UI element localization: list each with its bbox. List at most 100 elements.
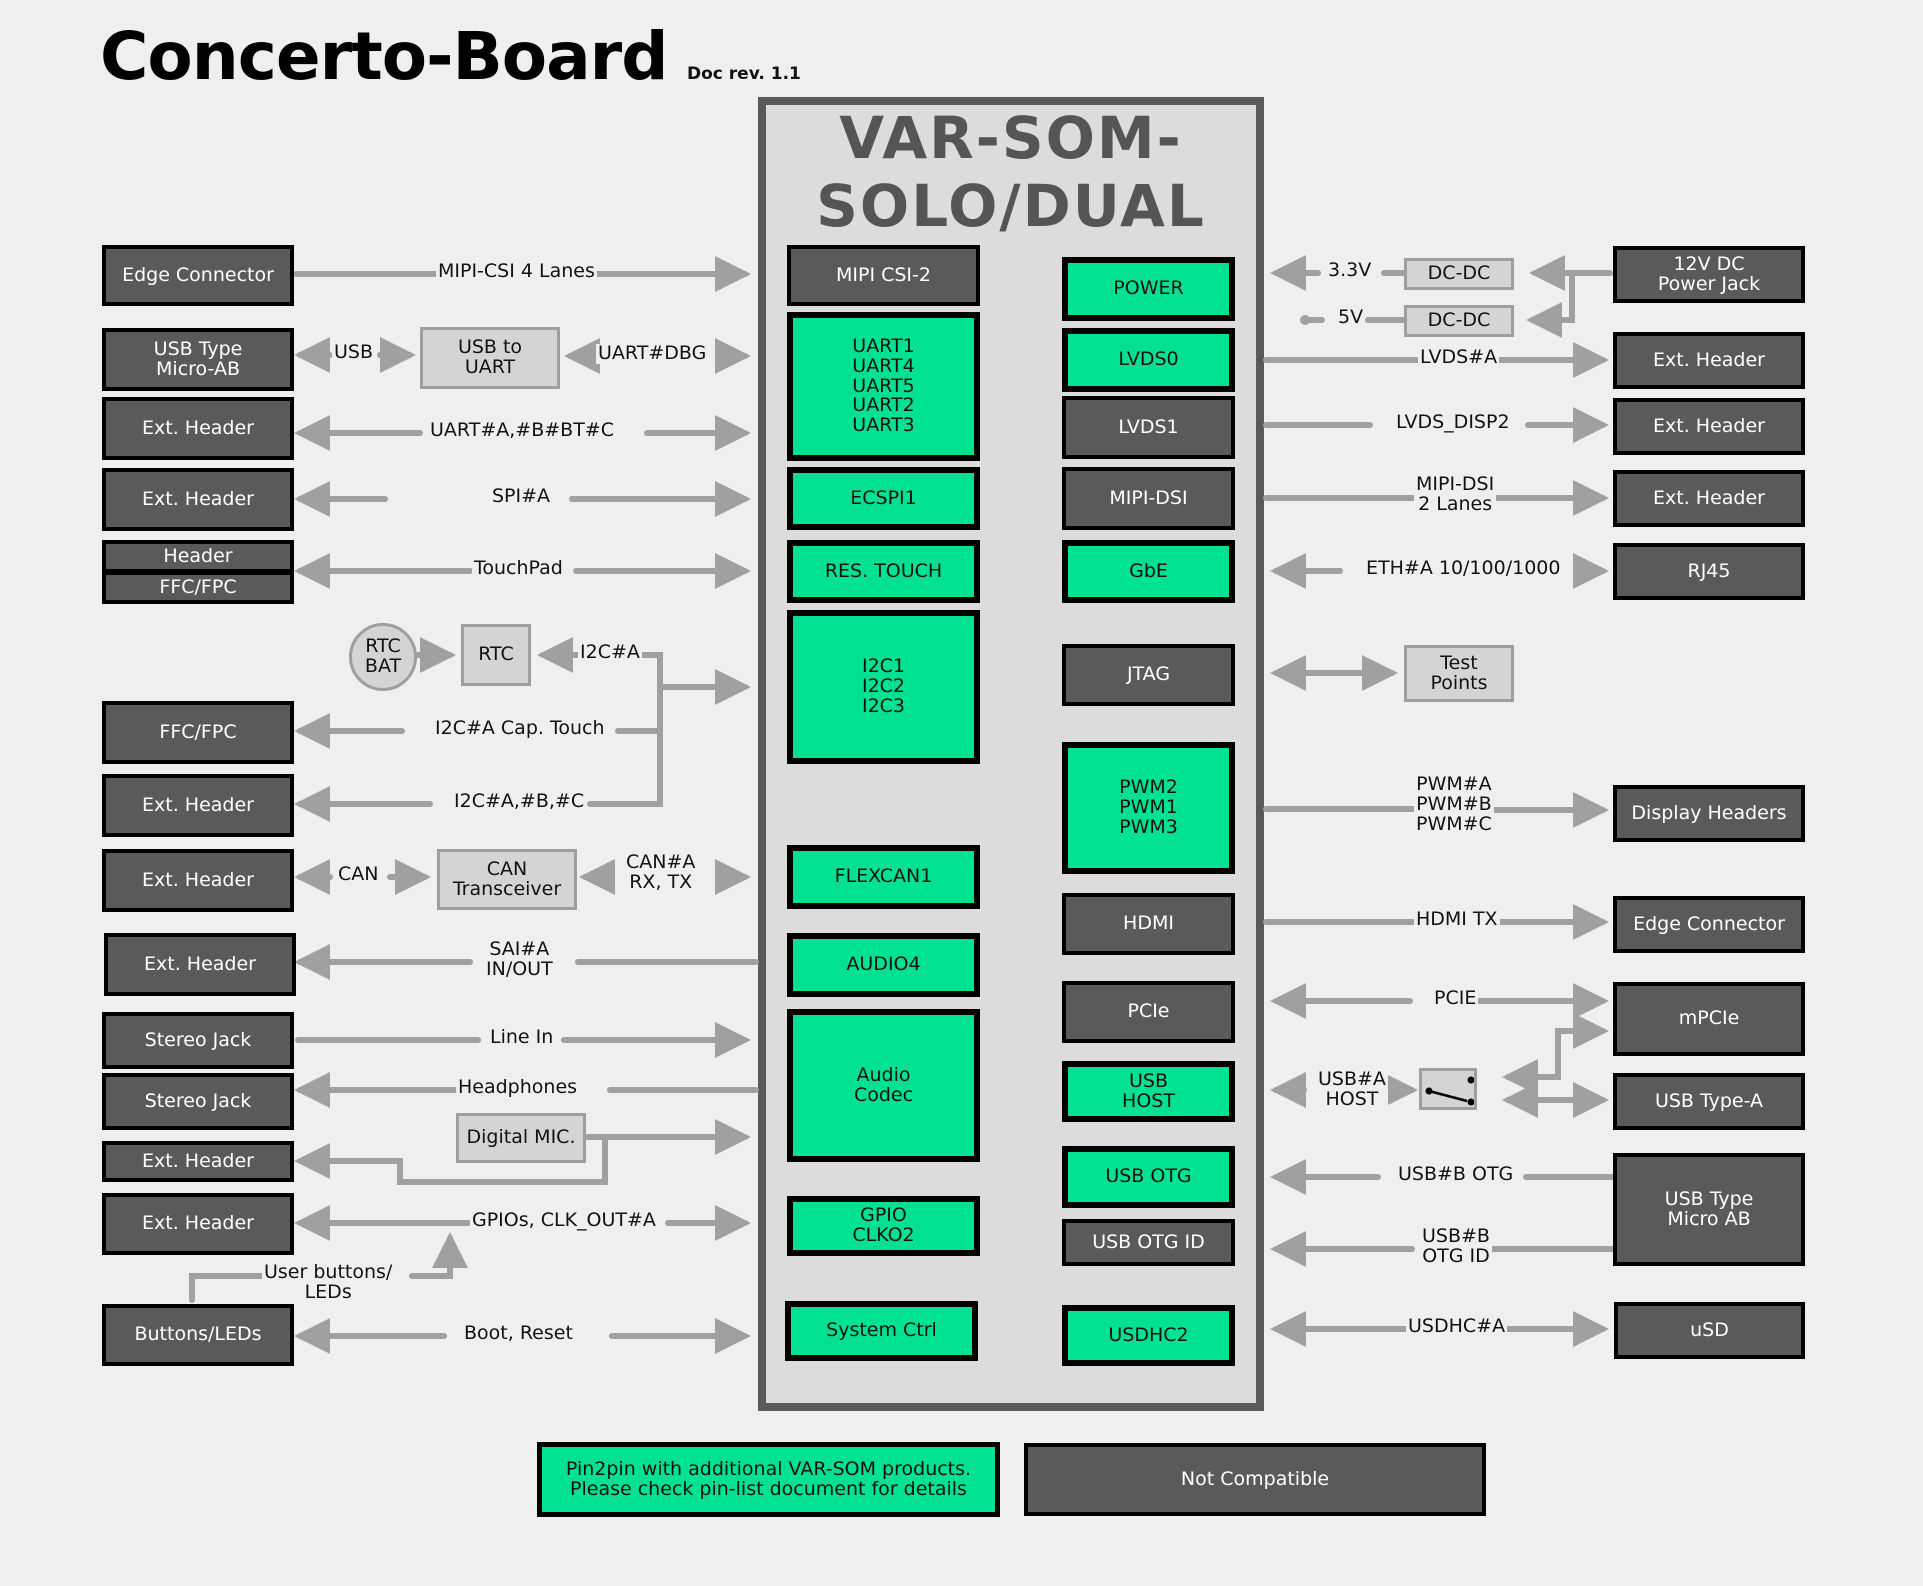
right-edge-connector: Edge Connector — [1613, 896, 1805, 953]
signal-uart-abc: UART#A,#B#BT#C — [428, 419, 616, 441]
som-block-gbe: GbE — [1062, 540, 1235, 603]
rtc-battery: RTC BAT — [349, 623, 417, 691]
doc-revision: Doc rev. 1.1 — [687, 64, 801, 84]
right-usb-type-a: USB Type-A — [1613, 1073, 1805, 1130]
signal-i2c-cap-touch: I2C#A Cap. Touch — [433, 717, 607, 739]
signal-usb-b-otg: USB#B OTG — [1396, 1163, 1516, 1185]
som-title: VAR-SOM- SOLO/DUAL — [816, 104, 1206, 240]
signal-line-in: Line In — [488, 1026, 556, 1048]
signal-usb-a-host: USB#A HOST — [1316, 1068, 1388, 1110]
right-usd: uSD — [1614, 1302, 1805, 1359]
signal-lvds-disp2: LVDS_DISP2 — [1394, 411, 1512, 433]
wire-switch-mpcie — [1523, 1013, 1609, 1080]
signal-sai: SAI#A IN/OUT — [484, 938, 555, 980]
signal-hdmi-tx: HDMI TX — [1414, 908, 1500, 930]
left-usb-micro-ab: USB Type Micro-AB — [102, 328, 294, 391]
right-ext-header-lvds2: Ext. Header — [1613, 398, 1805, 455]
som-block-pcie: PCIe — [1062, 981, 1235, 1043]
left-edge-connector: Edge Connector — [102, 245, 294, 306]
left-ext-header-sai: Ext. Header — [104, 933, 296, 996]
signal-can-a: CAN#A RX, TX — [624, 851, 698, 893]
signal-mipi-csi: MIPI-CSI 4 Lanes — [436, 260, 597, 282]
page-title: Concerto-Board — [100, 18, 668, 95]
som-block-i2c: I2C1 I2C2 I2C3 — [787, 610, 980, 764]
signal-mipi-dsi: MIPI-DSI 2 Lanes — [1414, 473, 1497, 515]
signal-i2c-a: I2C#A — [578, 641, 642, 663]
signal-user-buttons: User buttons/ LEDs — [262, 1261, 395, 1303]
left-ext-header-can: Ext. Header — [102, 849, 294, 912]
usb-switch — [1419, 1068, 1477, 1110]
som-block-system-ctrl: System Ctrl — [785, 1301, 978, 1361]
signal-headphones: Headphones — [456, 1076, 580, 1098]
som-block-mipi-csi2: MIPI CSI-2 — [787, 245, 980, 306]
left-stereo-jack-headphones: Stereo Jack — [102, 1073, 294, 1130]
right-ext-header-dsi: Ext. Header — [1613, 470, 1805, 527]
signal-spi: SPI#A — [490, 485, 553, 507]
som-block-uart: UART1 UART4 UART5 UART2 UART3 — [787, 312, 980, 461]
right-usb-micro-ab: USB Type Micro AB — [1613, 1153, 1805, 1266]
usb-to-uart-converter: USB to UART — [420, 327, 560, 389]
wire-user-buttons-up — [409, 1232, 468, 1279]
signal-can: CAN — [336, 863, 381, 885]
signal-eth: ETH#A 10/100/1000 — [1364, 557, 1563, 579]
right-mpcie: mPCIe — [1613, 982, 1805, 1056]
digital-mic: Digital MIC. — [456, 1113, 586, 1163]
signal-usb: USB — [332, 341, 376, 363]
can-transceiver: CAN Transceiver — [437, 849, 577, 910]
som-block-mipi-dsi: MIPI-DSI — [1062, 467, 1235, 530]
legend-compatible: Pin2pin with additional VAR-SOM products… — [537, 1442, 1000, 1517]
signal-boot-reset: Boot, Reset — [462, 1322, 575, 1344]
right-12v-power-jack: 12V DC Power Jack — [1613, 246, 1805, 303]
left-buttons-leds: Buttons/LEDs — [102, 1304, 294, 1366]
wire-user-buttons — [189, 1273, 265, 1303]
som-block-usb-otg-id: USB OTG ID — [1062, 1219, 1235, 1266]
signal-usdhc-a: USDHC#A — [1406, 1315, 1508, 1337]
som-block-jtag: JTAG — [1062, 644, 1235, 706]
legend-not-compatible: Not Compatible — [1024, 1443, 1486, 1516]
left-header: Header — [102, 540, 294, 573]
signal-3v3: 3.3V — [1326, 259, 1374, 281]
signal-pcie: PCIE — [1432, 987, 1479, 1009]
som-block-usb-otg: USB OTG — [1062, 1146, 1235, 1208]
signal-lvds-a: LVDS#A — [1418, 346, 1500, 368]
som-block-gpio: GPIO CLKO2 — [787, 1196, 980, 1256]
som-block-power: POWER — [1062, 257, 1235, 321]
som-block-pwm: PWM2 PWM1 PWM3 — [1062, 742, 1235, 874]
wire-12v-b — [1526, 270, 1575, 338]
left-ext-header-mic: Ext. Header — [102, 1141, 294, 1182]
rtc-chip: RTC — [461, 624, 531, 686]
left-ext-header-uart: Ext. Header — [102, 397, 294, 460]
som-block-audio-codec: Audio Codec — [787, 1009, 980, 1162]
signal-touchpad: TouchPad — [472, 557, 565, 579]
left-ext-header-spi: Ext. Header — [102, 468, 294, 531]
som-block-flexcan1: FLEXCAN1 — [787, 845, 980, 909]
som-block-lvds1: LVDS1 — [1062, 396, 1235, 459]
som-block-res-touch: RES. TOUCH — [787, 540, 980, 603]
signal-gpios: GPIOs, CLK_OUT#A — [470, 1209, 658, 1231]
right-ext-header-lvds: Ext. Header — [1613, 332, 1805, 389]
left-ffc-fpc-cap-touch: FFC/FPC — [102, 701, 294, 764]
left-ext-header-gpio: Ext. Header — [102, 1193, 294, 1255]
switch-icon — [1425, 1076, 1475, 1106]
signal-usb-b-otg-id: USB#B OTG ID — [1420, 1225, 1492, 1267]
signal-uart-dbg: UART#DBG — [596, 342, 709, 364]
dc-dc-33v: DC-DC — [1404, 258, 1514, 290]
left-ext-header-i2c: Ext. Header — [102, 774, 294, 837]
left-stereo-jack-line-in: Stereo Jack — [102, 1012, 294, 1069]
som-block-lvds0: LVDS0 — [1062, 328, 1235, 392]
signal-pwm: PWM#A PWM#B PWM#C — [1414, 773, 1494, 835]
test-points: Test Points — [1404, 645, 1514, 702]
som-block-usdhc2: USDHC2 — [1062, 1305, 1235, 1366]
dc-dc-5v: DC-DC — [1404, 305, 1514, 337]
som-block-ecspi1: ECSPI1 — [787, 467, 980, 530]
right-display-headers: Display Headers — [1613, 785, 1805, 842]
right-rj45: RJ45 — [1613, 543, 1805, 600]
som-block-hdmi: HDMI — [1062, 893, 1235, 955]
wire-mic-ext — [294, 1134, 608, 1185]
signal-5v: 5V — [1336, 306, 1366, 328]
som-block-audio4: AUDIO4 — [787, 933, 980, 997]
som-block-usb-host: USB HOST — [1062, 1061, 1235, 1122]
signal-i2c-abc: I2C#A,#B,#C — [452, 790, 587, 812]
left-ffc-fpc-touchpad: FFC/FPC — [102, 571, 294, 604]
